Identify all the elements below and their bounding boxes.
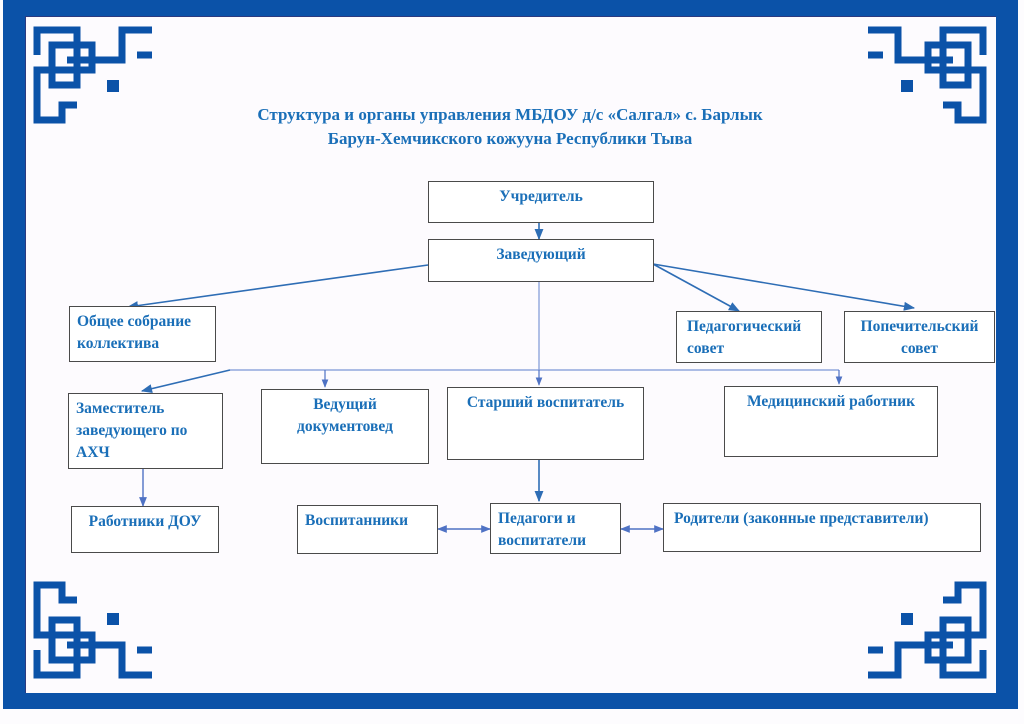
node-deputy-head-label: Заместитель заведующего по АХЧ bbox=[76, 400, 188, 461]
node-senior-educator-label: Старший воспитатель bbox=[466, 394, 625, 411]
node-medical-worker: Медицинский работник bbox=[724, 386, 938, 457]
node-head-label: Заведующий bbox=[496, 246, 586, 263]
node-general-meeting-label: Общее собрание коллектива bbox=[77, 313, 192, 352]
ornament-top-right-icon bbox=[868, 25, 988, 125]
node-deputy-head: Заместитель заведующего по АХЧ bbox=[68, 393, 223, 469]
node-general-meeting: Общее собрание коллектива bbox=[69, 306, 216, 362]
node-board-of-trustees: Попечительский совет bbox=[844, 311, 995, 363]
ornament-bottom-right-icon bbox=[868, 580, 988, 680]
node-staff: Работники ДОУ bbox=[71, 506, 219, 553]
node-pedagogical-council: Педагогический совет bbox=[676, 311, 822, 363]
node-pupils-label: Воспитанники bbox=[305, 512, 409, 529]
node-founder-label: Учредитель bbox=[499, 188, 583, 205]
node-founder: Учредитель bbox=[428, 181, 654, 223]
node-senior-educator: Старший воспитатель bbox=[447, 387, 644, 460]
node-parents-label: Родители (законные представители) bbox=[674, 510, 929, 527]
node-board-of-trustees-label: Попечительский совет bbox=[860, 318, 979, 357]
node-records-manager-label: Ведущий документовед bbox=[297, 396, 393, 435]
diagram-title: Структура и органы управления МБДОУ д/с … bbox=[200, 103, 820, 151]
title-line-1: Структура и органы управления МБДОУ д/с … bbox=[257, 105, 763, 124]
node-head: Заведующий bbox=[428, 239, 654, 282]
ornament-bottom-left-icon bbox=[32, 580, 152, 680]
ornament-top-left-icon bbox=[32, 25, 152, 125]
node-teachers-label: Педагоги и воспитатели bbox=[498, 510, 587, 549]
node-pupils: Воспитанники bbox=[297, 505, 438, 554]
node-parents: Родители (законные представители) bbox=[663, 503, 981, 552]
node-staff-label: Работники ДОУ bbox=[88, 513, 202, 530]
node-records-manager: Ведущий документовед bbox=[261, 389, 429, 464]
node-medical-worker-label: Медицинский работник bbox=[746, 393, 916, 410]
title-line-2: Барун-Хемчикского кожууна Республики Тыв… bbox=[327, 129, 693, 148]
node-pedagogical-council-label: Педагогический совет bbox=[687, 318, 802, 357]
node-teachers: Педагоги и воспитатели bbox=[490, 503, 621, 554]
